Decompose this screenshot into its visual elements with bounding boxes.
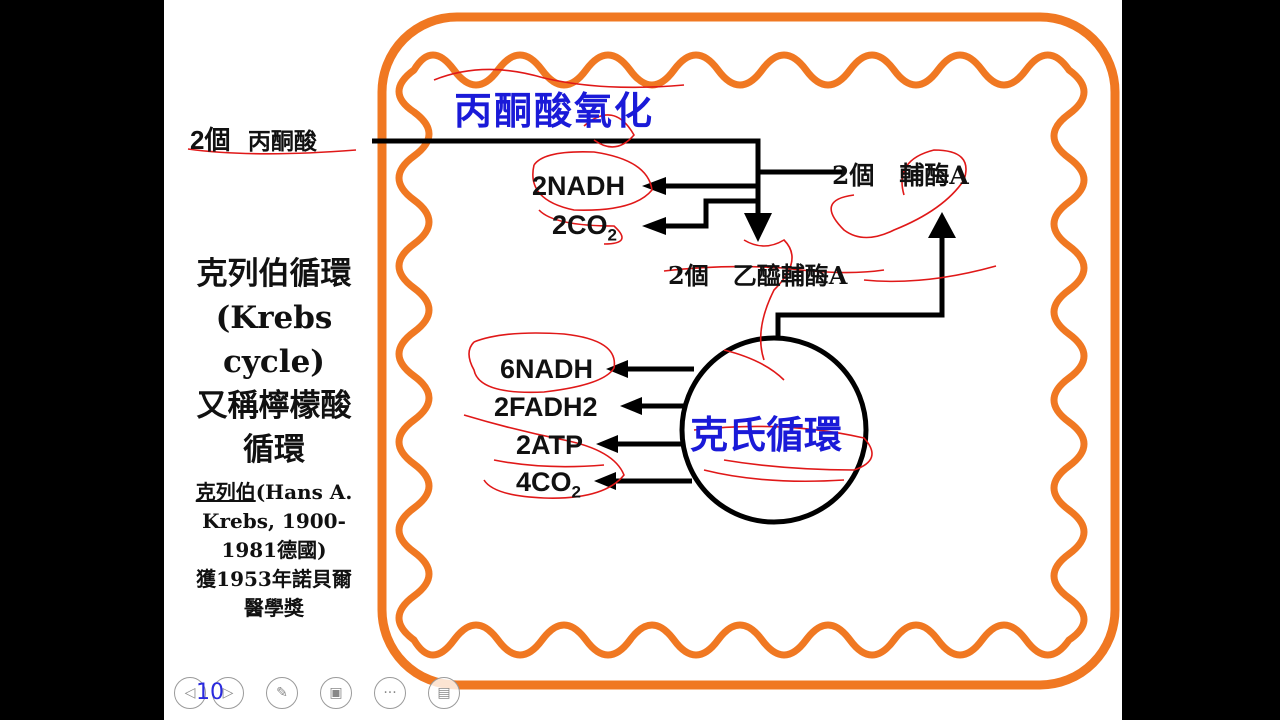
section-title: 丙酮酸氧化 (454, 88, 655, 133)
cycle-output-nadh: 6NADH (500, 354, 594, 384)
pointer-icon: ▣ (329, 685, 343, 701)
output-co2: 2CO2 (552, 210, 617, 245)
presentation-toolbar: ◁ 10 ▷ ✎ ▣ ··· ▤ (174, 672, 482, 714)
note-name-en: (Hans A. (255, 480, 353, 504)
chevron-left-icon: ◁ (184, 685, 196, 701)
arrow-to-co2 (664, 198, 758, 229)
pointer-tool-button[interactable]: ▣ (320, 677, 352, 709)
title-line-3: cycle) (223, 344, 325, 380)
title-line-2: (Krebs (215, 300, 333, 336)
more-icon: ··· (383, 685, 397, 701)
screen-icon: ▤ (437, 685, 451, 701)
note-line-2: Krebs, 1900- (202, 509, 346, 533)
output-nadh: 2NADH (532, 171, 626, 201)
chevron-right-icon: ▷ (222, 685, 234, 701)
acetyl-coa-label: 2個 乙醯輔酶A (668, 261, 848, 290)
cycle-output-co2: 4CO2 (516, 467, 581, 502)
cell-inner-membrane (395, 51, 1088, 659)
cell-outer-membrane (377, 12, 1120, 690)
slide: 克列伯循環 (Krebs cycle) 又稱檸檬酸 循環 克列伯(Hans A.… (164, 0, 1122, 720)
cycle-output-atp: 2ATP (516, 430, 584, 460)
title-line-5: 循環 (243, 432, 305, 468)
input-count: 2個 (190, 125, 231, 155)
handwritten-annotations (187, 68, 997, 499)
input-pyruvate-label: 2個 丙酮酸 (190, 120, 317, 157)
note-line-3: 1981德國) (221, 538, 327, 562)
cycle-label: 克氏循環 (690, 412, 843, 457)
input-name: 丙酮酸 (247, 128, 317, 155)
title-line-1: 克列伯循環 (196, 256, 352, 292)
arrow-cycle-to-coa (775, 236, 945, 338)
diagram-graphics (187, 12, 1120, 690)
next-slide-button[interactable]: ▷ (212, 677, 244, 709)
screen-button[interactable]: ▤ (428, 677, 460, 709)
note-line-5: 醫學獎 (244, 596, 304, 620)
more-options-button[interactable]: ··· (374, 677, 406, 709)
arrow-pyruvate-to-acetylcoa (372, 138, 761, 215)
prev-slide-button[interactable]: ◁ (174, 677, 206, 709)
pen-icon: ✎ (276, 685, 288, 701)
pen-tool-button[interactable]: ✎ (266, 677, 298, 709)
arrowhead-down (744, 213, 772, 242)
krebs-cycle-circle (679, 335, 869, 525)
page-number: 10 (196, 680, 224, 705)
note-name-cn: 克列伯 (195, 480, 256, 504)
coa-label: 2個 輔酶A (832, 161, 969, 190)
left-panel-note: 克列伯(Hans A. Krebs, 1900- 1981德國) 獲1953年諾… (164, 478, 384, 623)
left-panel: 克列伯循環 (Krebs cycle) 又稱檸檬酸 循環 (164, 252, 384, 472)
note-line-4: 獲1953年諾貝爾 (196, 567, 352, 591)
cycle-output-fadh2: 2FADH2 (494, 392, 598, 422)
arrowhead-up (928, 212, 956, 238)
title-line-4: 又稱檸檬酸 (196, 388, 352, 424)
